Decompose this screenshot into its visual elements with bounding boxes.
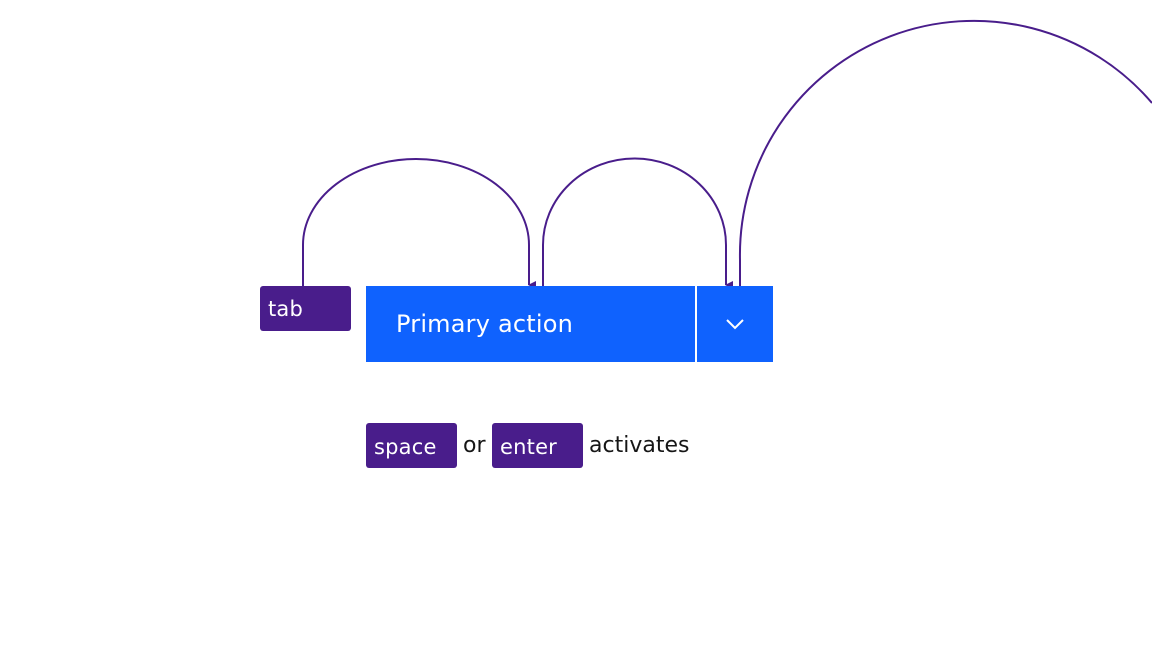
primary-action-button[interactable]: Primary action	[366, 286, 695, 362]
menu-toggle-button[interactable]	[697, 286, 773, 362]
arrow-tab-to-primary	[302, 158, 536, 289]
tab-key-label: tab	[268, 297, 304, 321]
space-key: space	[366, 423, 457, 468]
tab-key: tab	[260, 286, 351, 331]
space-key-label: space	[374, 435, 437, 459]
or-text: or	[463, 433, 486, 458]
combo-button: Primary action	[366, 286, 773, 362]
enter-key-label: enter	[500, 435, 558, 459]
arrow-menu-to-next	[738, 19, 1152, 286]
chevron-down-icon	[726, 319, 744, 330]
arrow-primary-to-menu	[542, 157, 733, 289]
activates-text: activates	[589, 433, 690, 458]
button-divider	[695, 286, 697, 362]
primary-action-label: Primary action	[396, 310, 574, 338]
enter-key: enter	[492, 423, 583, 468]
